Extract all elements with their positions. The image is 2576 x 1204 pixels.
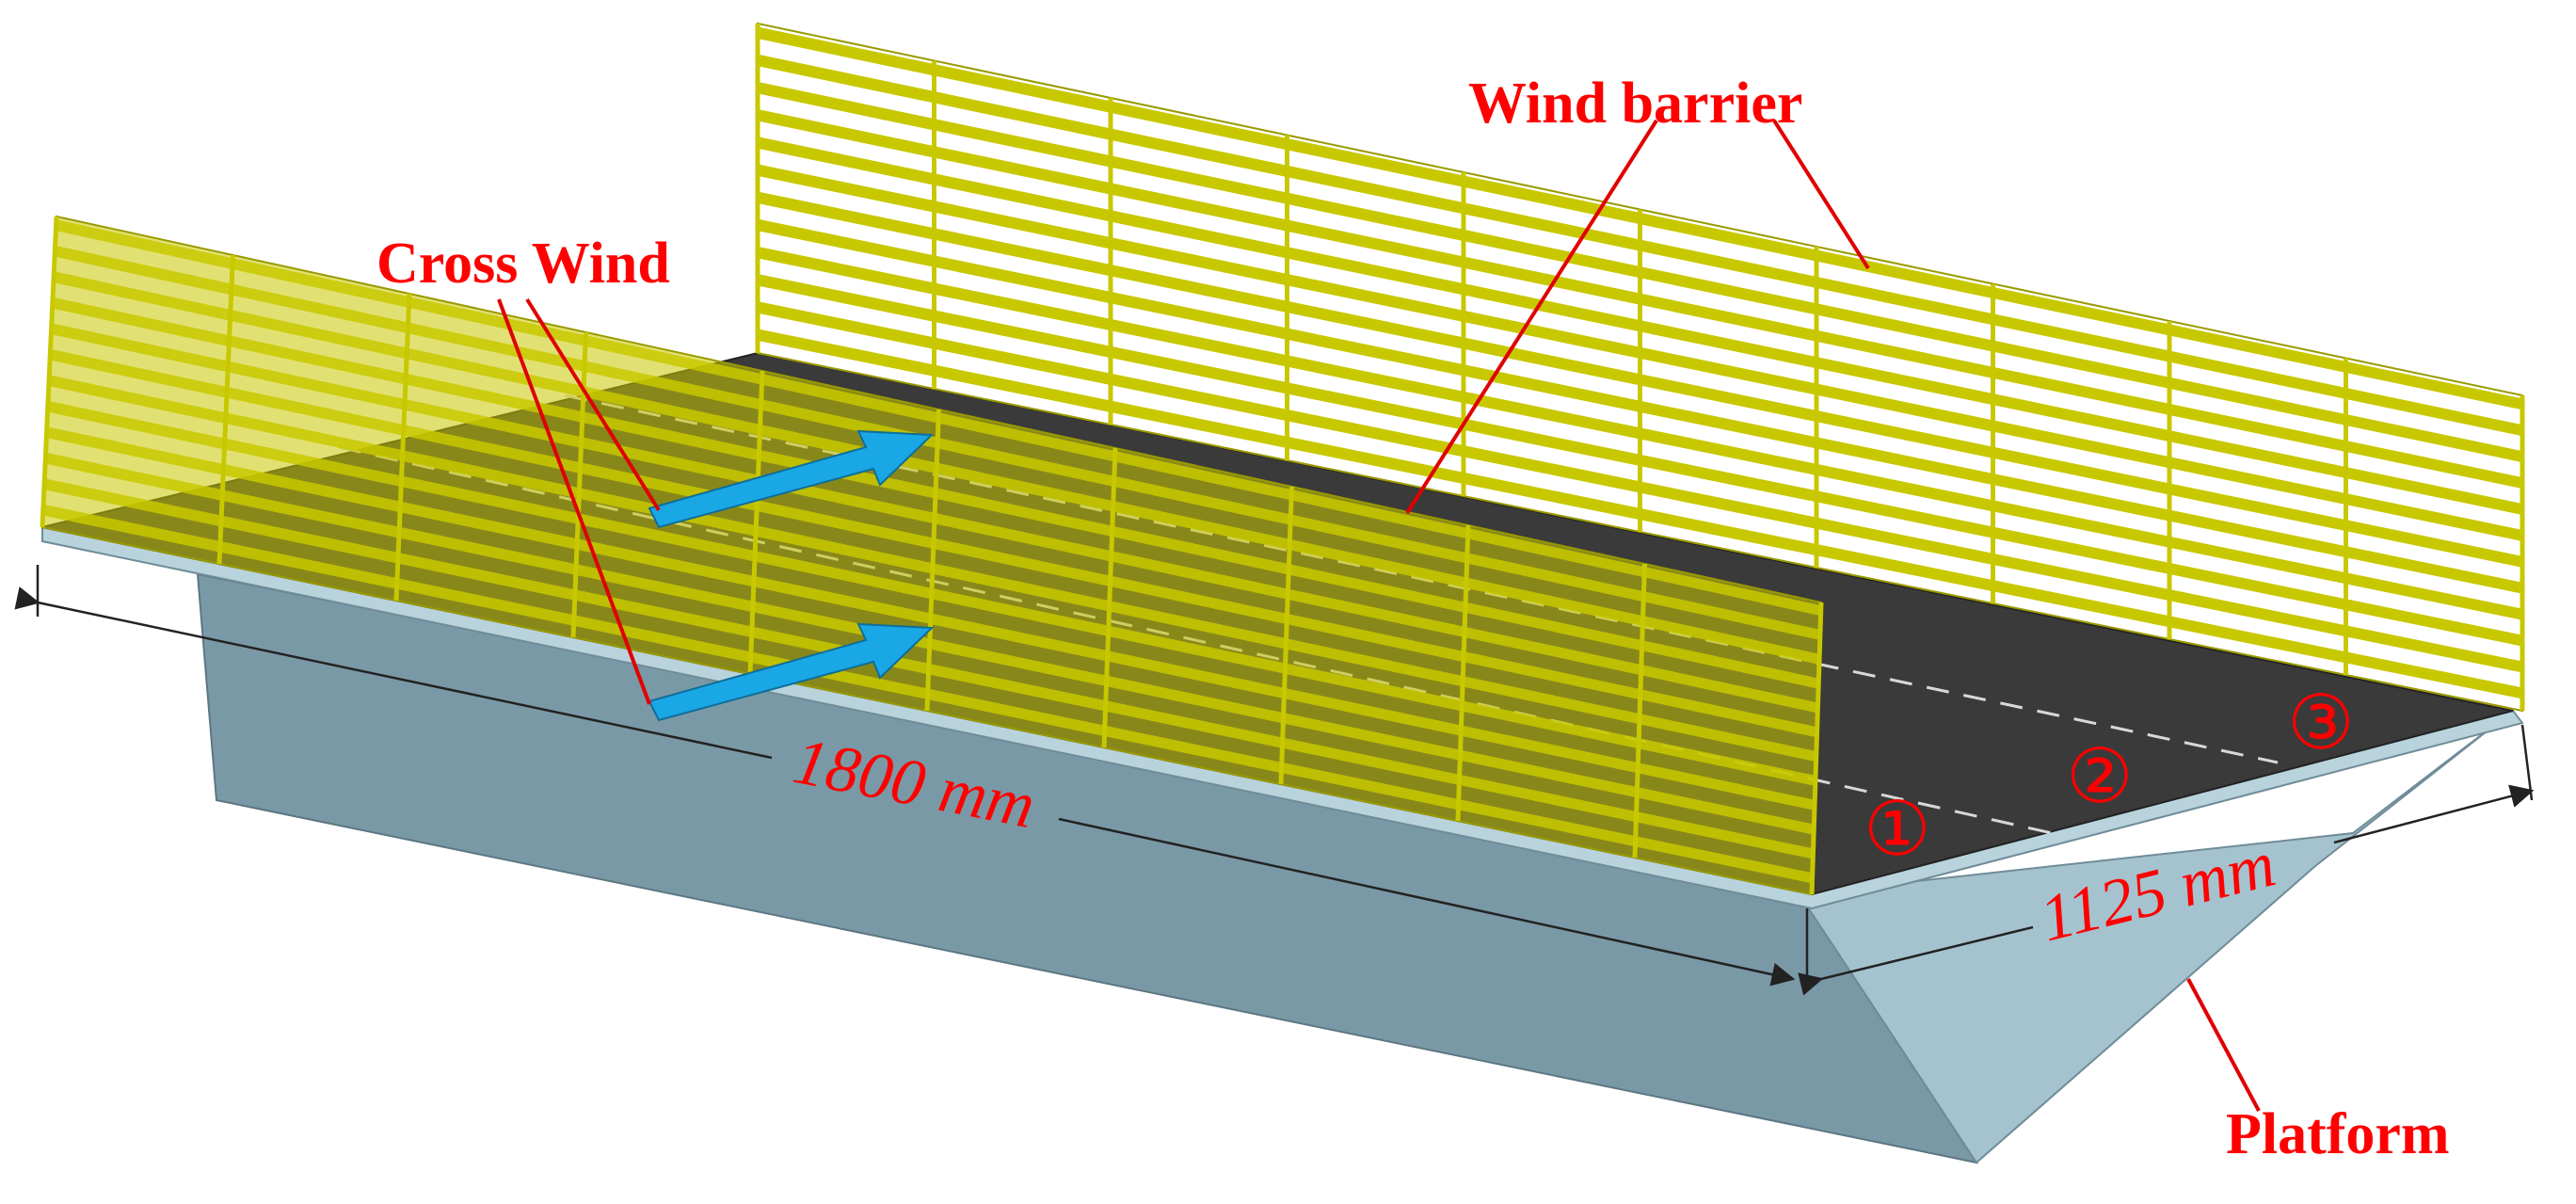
- front-barrier-post: [1278, 486, 1294, 785]
- arrow-right-icon: [648, 622, 935, 722]
- arrow-right-icon: [648, 429, 935, 529]
- leader-wind-barrier-1: [1405, 119, 1658, 515]
- front-barrier-post: [216, 254, 235, 565]
- front-barrier-post: [570, 331, 588, 638]
- dim-length-line-a: [14, 586, 773, 760]
- leader-platform: [2186, 978, 2261, 1112]
- leader-cross-wind-2: [497, 298, 651, 705]
- front-barrier-post: [1632, 563, 1647, 859]
- label-wind-barrier: Wind barrier: [1468, 72, 1802, 136]
- front-barrier-post: [924, 409, 941, 712]
- cross-wind-arrows: [648, 429, 935, 722]
- front-barrier-post: [40, 216, 59, 528]
- label-lane-3: ③: [2287, 679, 2355, 766]
- leader-lines: [497, 119, 2261, 1112]
- front-barrier-post: [1455, 524, 1471, 822]
- wind-barrier-front: [40, 215, 1824, 896]
- leader-wind-barrier-2: [1772, 119, 1870, 270]
- leader-cross-wind-1: [525, 297, 661, 512]
- dimension-lines: [14, 565, 2535, 996]
- front-barrier-post: [1809, 602, 1824, 895]
- dim-width-line-b: [2333, 784, 2535, 844]
- label-cross-wind: Cross Wind: [376, 232, 670, 296]
- wind-barrier-back: [755, 22, 2525, 713]
- label-platform: Platform: [2226, 1102, 2450, 1166]
- label-lane-1: ①: [1864, 785, 1931, 873]
- front-barrier-post: [747, 370, 765, 675]
- front-barrier-post: [393, 293, 412, 602]
- front-barrier-post: [1101, 447, 1118, 748]
- dim-length-line-b: [1058, 817, 1796, 987]
- dim-width-line-a: [1798, 925, 2034, 996]
- label-lane-2: ②: [2066, 732, 2134, 820]
